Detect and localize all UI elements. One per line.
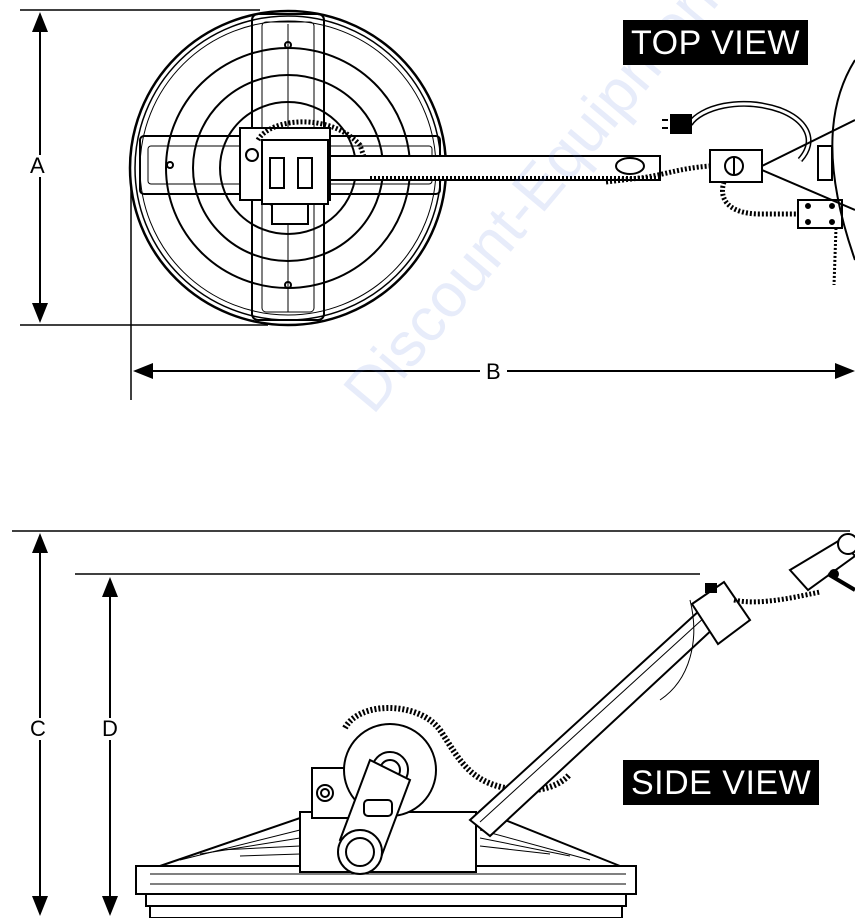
dimension-c-label: C [24,718,52,740]
motor-body [299,705,573,875]
spider-left [159,817,321,867]
motor-housing [239,119,373,225]
handle-grip-top [761,59,855,261]
side-view [12,530,855,918]
switch-box [720,181,843,286]
power-cord [662,100,812,163]
control-box [709,149,763,183]
handle-shaft [329,155,711,185]
dimension-b-label: B [480,361,507,383]
side-view-label: SIDE VIEW [623,760,820,805]
top-view-label: TOP VIEW [623,20,809,65]
control-box-side [690,580,821,646]
guard-ring-side [135,865,637,918]
dimension-d-label: D [96,718,124,740]
handle-grip-side [788,533,855,592]
top-view [20,9,855,400]
dimension-a-label: A [24,155,51,177]
